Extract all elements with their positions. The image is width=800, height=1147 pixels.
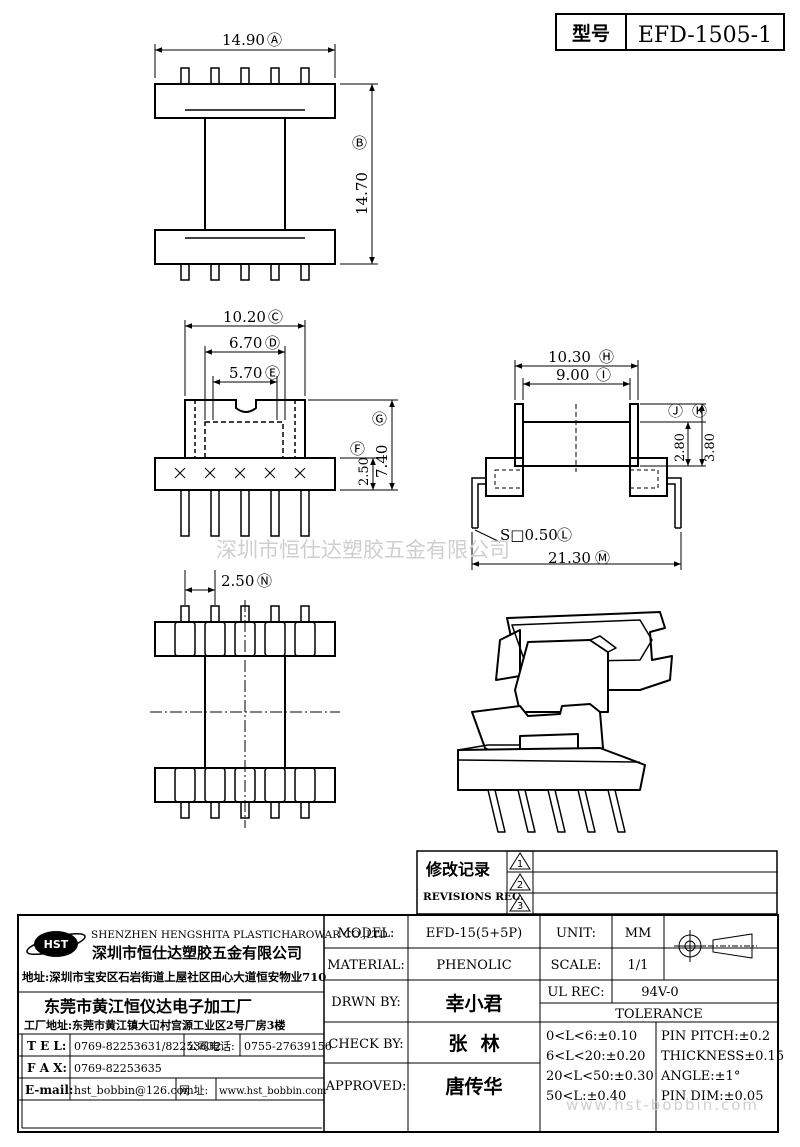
dim-g: 7.40 <box>373 445 391 478</box>
top-view <box>154 44 378 281</box>
front-view <box>154 320 398 537</box>
logo-text: HST <box>44 938 69 951</box>
approved-value: 唐传华 <box>445 1075 502 1098</box>
type-label: 型号 <box>572 22 610 45</box>
bottom-view <box>150 570 340 828</box>
revisions-label-en: REVISIONS REC. <box>423 891 524 903</box>
email-value: hst_bobbin@126.com <box>74 1084 194 1097</box>
model-title-box: 型号 EFD-1505-1 <box>555 13 785 51</box>
top-view-upper-pins <box>180 67 310 85</box>
company-name-cn: 深圳市恒仕达塑胶五金有限公司 <box>92 944 302 962</box>
ul-label: UL REC: <box>547 985 604 1000</box>
tolerance-3: 20<L<50:±0.30 <box>546 1069 654 1084</box>
tel-label: T E L: <box>27 1039 66 1053</box>
dim-f: 2.50 <box>357 457 372 486</box>
fax-value: 0769-82253635 <box>74 1062 162 1075</box>
dim-j: 2.80 <box>673 433 688 462</box>
material-label: MATERIAL: <box>327 958 404 973</box>
scale-label: SCALE: <box>551 958 602 973</box>
marker-n: Ⓝ <box>257 572 272 590</box>
dim-a: 14.90 <box>222 31 265 49</box>
factory-name: 东莞市黄江恒仪达电子加工厂 <box>44 997 252 1016</box>
marker-d: Ⓓ <box>265 334 280 352</box>
revision-1: 1 <box>517 859 523 870</box>
dim-k: 3.80 <box>703 433 718 462</box>
marker-a: Ⓐ <box>267 31 282 49</box>
marker-k: Ⓚ <box>692 402 707 420</box>
model-value: EFD-15(5+5P) <box>426 926 522 941</box>
side-view <box>471 360 706 570</box>
unit-label: UNIT: <box>556 926 596 941</box>
email-label: E-mail: <box>25 1083 73 1097</box>
model-code: EFD-1505-1 <box>638 23 772 48</box>
web-value: www.hst_bobbin.com <box>219 1086 327 1097</box>
revisions-label-cn: 修改记录 <box>425 860 490 879</box>
bottom-view-lower-pins <box>180 801 310 819</box>
marker-g: Ⓖ <box>372 410 387 428</box>
marker-h: Ⓗ <box>599 348 614 366</box>
marker-m: Ⓜ <box>595 549 610 567</box>
marker-l: Ⓛ <box>557 526 572 544</box>
model-label: MODEL: <box>338 926 395 941</box>
watermark-company: 深圳市恒仕达塑胶五金有限公司 <box>216 538 510 562</box>
unit-value: MM <box>625 926 652 941</box>
watermark-website: www.hst-bobbin.com <box>566 1096 759 1114</box>
dim-h: 10.30 <box>548 348 591 366</box>
company-phone-value: 0755-27639156 <box>244 1040 332 1053</box>
title-block <box>17 914 779 1133</box>
tolerance-label: TOLERANCE <box>615 1007 702 1022</box>
dim-c: 10.20 <box>223 308 266 326</box>
marker-e: Ⓔ <box>265 364 280 382</box>
fax-label: F A X: <box>27 1061 67 1075</box>
company-phone-label: 公司电话: <box>187 1040 235 1053</box>
thickness: THICKNESS±0.15 <box>661 1049 784 1064</box>
tolerance-1: 0<L<6:±0.10 <box>546 1029 637 1044</box>
marker-b: Ⓑ <box>352 134 367 152</box>
top-view-lower-pins <box>180 263 310 281</box>
revision-3: 3 <box>517 901 523 912</box>
drawn-label: DRWN BY: <box>331 995 400 1010</box>
revision-2: 2 <box>517 880 523 891</box>
drawn-value: 幸小君 <box>445 993 502 1015</box>
pin-pitch: PIN PITCH:±0.2 <box>661 1029 770 1044</box>
ul-value: 94V-0 <box>641 985 678 1000</box>
dim-m: 21.30 <box>548 549 591 567</box>
scale-value: 1/1 <box>628 958 649 973</box>
tolerance-4: 50<L:±0.40 <box>546 1089 626 1104</box>
factory-address: 工厂地址:东莞市黄江镇大冚村宫源工业区2号厂房3楼 <box>24 1018 285 1032</box>
front-view-pins <box>180 489 310 537</box>
dim-e: 5.70 <box>229 364 262 382</box>
marker-f: Ⓕ <box>350 440 365 458</box>
check-value: 张 林 <box>448 1032 499 1055</box>
marker-c: Ⓒ <box>268 308 283 326</box>
company-name-en: SHENZHEN HENGSHITA PLASTICHAROWAR CO.,LT… <box>91 929 388 941</box>
marker-j: Ⓙ <box>668 402 683 420</box>
tolerance-2: 6<L<20:±0.20 <box>546 1049 645 1064</box>
check-label: CHECK BY: <box>328 1037 403 1052</box>
angle: ANGLE:±1° <box>660 1069 740 1084</box>
projection-symbol-icon <box>674 930 757 962</box>
isometric-view <box>457 611 673 833</box>
marker-i: Ⓘ <box>596 366 611 384</box>
material-value: PHENOLIC <box>436 958 511 973</box>
dim-b: 14.70 <box>353 172 371 215</box>
dim-n: 2.50 <box>221 572 254 590</box>
company-address: 地址:深圳市宝安区石岩街道上屋社区田心大道恒安物业710 <box>22 970 326 984</box>
revisions-block: 修改记录 REVISIONS REC. 1 2 3 <box>416 850 778 915</box>
company-logo: HST <box>26 931 86 957</box>
dim-i: 9.00 <box>556 366 589 384</box>
tel-value: 0769-82253631/82253632 <box>74 1040 221 1053</box>
dim-d: 6.70 <box>229 334 262 352</box>
web-label: 网 址: <box>179 1083 208 1097</box>
dim-l: S□0.50 <box>500 526 558 544</box>
approved-label: APPROVED: <box>325 1079 407 1094</box>
pin-dim: PIN DIM:±0.05 <box>661 1089 763 1104</box>
